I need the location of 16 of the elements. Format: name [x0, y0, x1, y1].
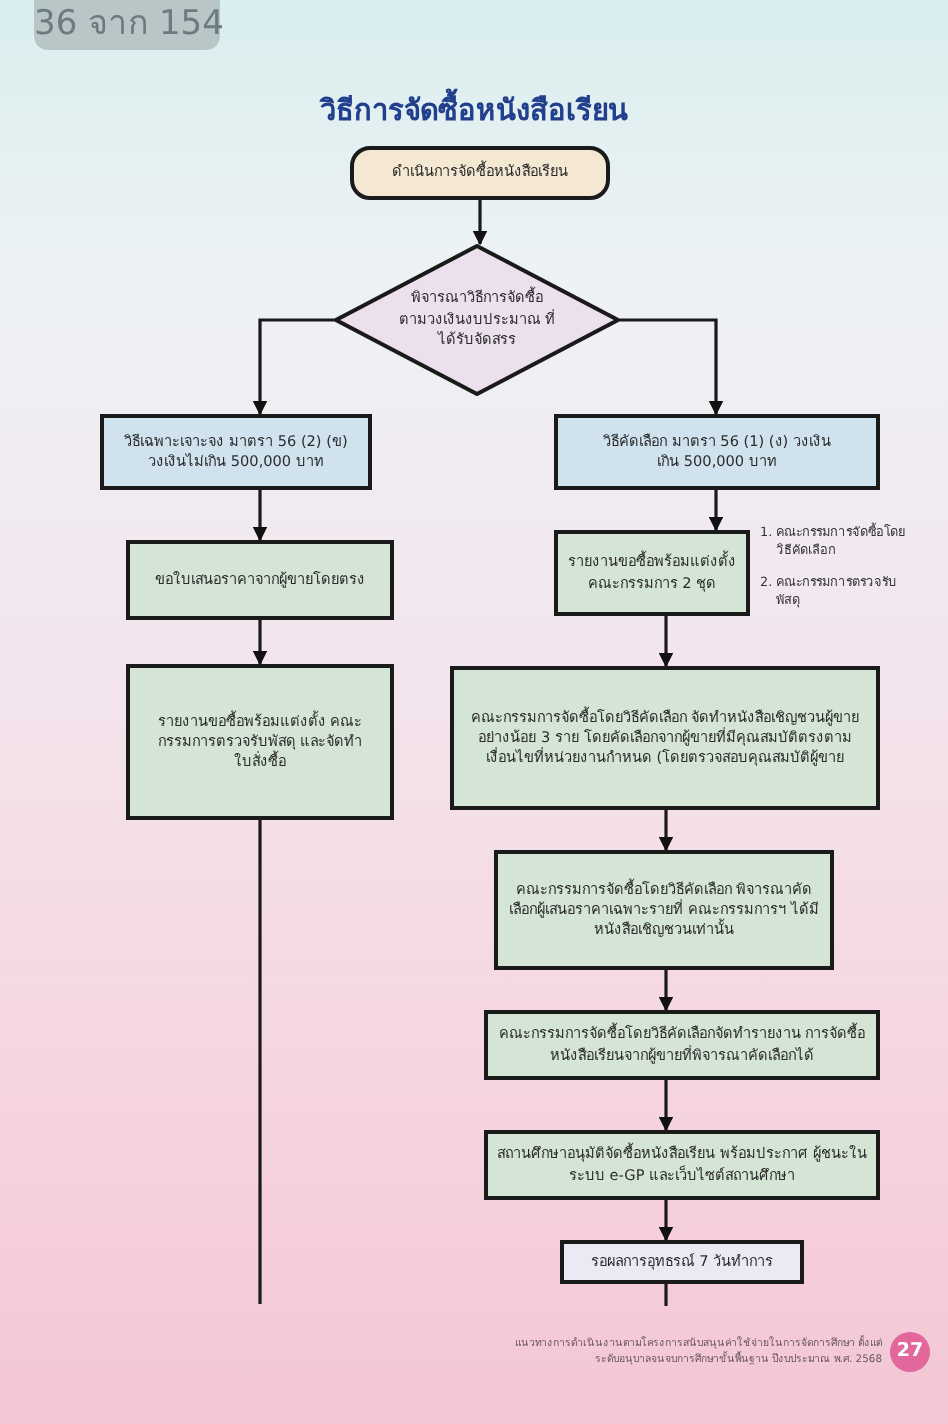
arrow: [708, 490, 724, 532]
connector-line: [258, 820, 262, 1304]
arrow: [252, 490, 268, 542]
arrow: [658, 1080, 674, 1132]
arrow: [252, 318, 334, 416]
page-badge: 27: [890, 1332, 930, 1372]
arrow: [658, 810, 674, 852]
arrow: [658, 970, 674, 1012]
arrow: [252, 620, 268, 666]
arrow: [620, 318, 724, 416]
arrow: [658, 1200, 674, 1242]
arrow: [472, 200, 488, 246]
arrow: [658, 616, 674, 668]
connector-line: [664, 1284, 668, 1306]
title: วิธีการจัดซื้อหนังสือเรียน: [0, 86, 948, 132]
page-counter: 36 จาก 154: [34, 0, 220, 50]
